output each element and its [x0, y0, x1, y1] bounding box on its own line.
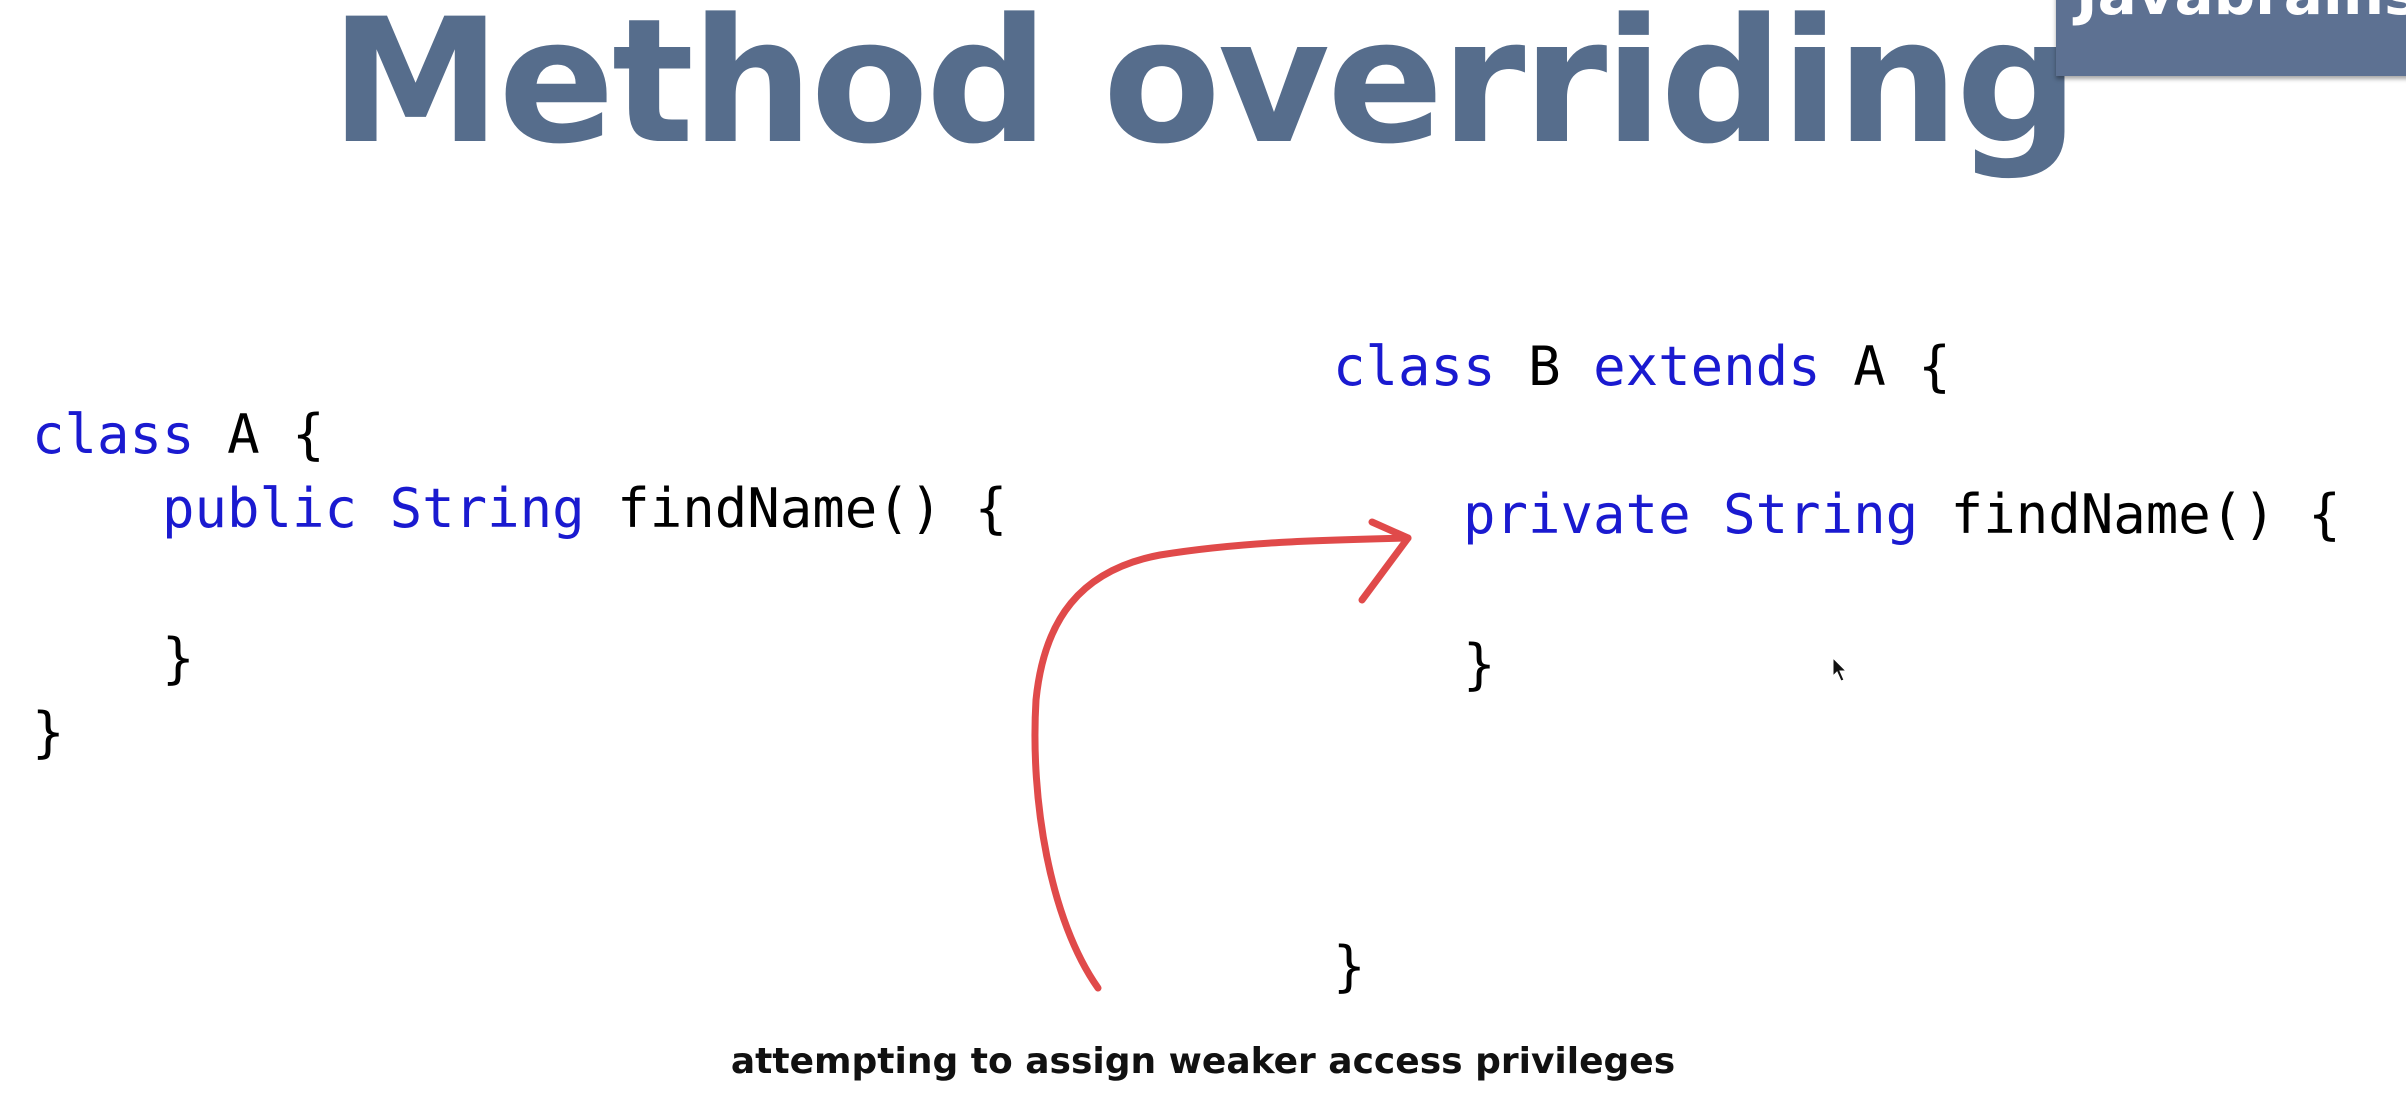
keyword-private: private	[1463, 483, 1691, 546]
javabrains-logo: Javabrains.	[2056, 0, 2406, 76]
red-arrow-icon	[1031, 534, 1412, 992]
caption: attempting to assign weaker access privi…	[730, 1041, 1676, 1082]
class-b-method-close-brace: }	[1463, 633, 1496, 696]
brand-label: Javabrains.	[2076, 0, 2406, 28]
keyword-extends: extends	[1593, 335, 1821, 398]
slide-title: Method overriding	[330, 0, 2079, 182]
mouse-pointer-icon	[1832, 656, 1848, 682]
class-a-method-close-brace: }	[162, 627, 195, 690]
class-b-method-line: private String findName() {	[1463, 488, 2341, 542]
code-text: A {	[1820, 335, 1951, 398]
red-arrowhead-icon	[1358, 518, 1412, 604]
code-text: A {	[194, 403, 325, 466]
keyword-class: class	[1333, 335, 1496, 398]
code-text: findName() {	[584, 477, 1008, 540]
class-b-declaration-line: class B extends A {	[1333, 340, 1951, 394]
code-text: B	[1495, 335, 1594, 398]
keyword-string: String	[389, 477, 585, 540]
class-b-close-brace: }	[1333, 935, 1366, 998]
class-a-method-line: public String findName() {	[162, 482, 1007, 536]
class-a-declaration-line: class A {	[32, 408, 325, 462]
keyword-class: class	[32, 403, 195, 466]
code-text: findName() {	[1918, 483, 2341, 546]
keyword-string: String	[1723, 483, 1919, 546]
keyword-public: public	[162, 477, 358, 540]
class-a-close-brace: }	[32, 701, 65, 764]
